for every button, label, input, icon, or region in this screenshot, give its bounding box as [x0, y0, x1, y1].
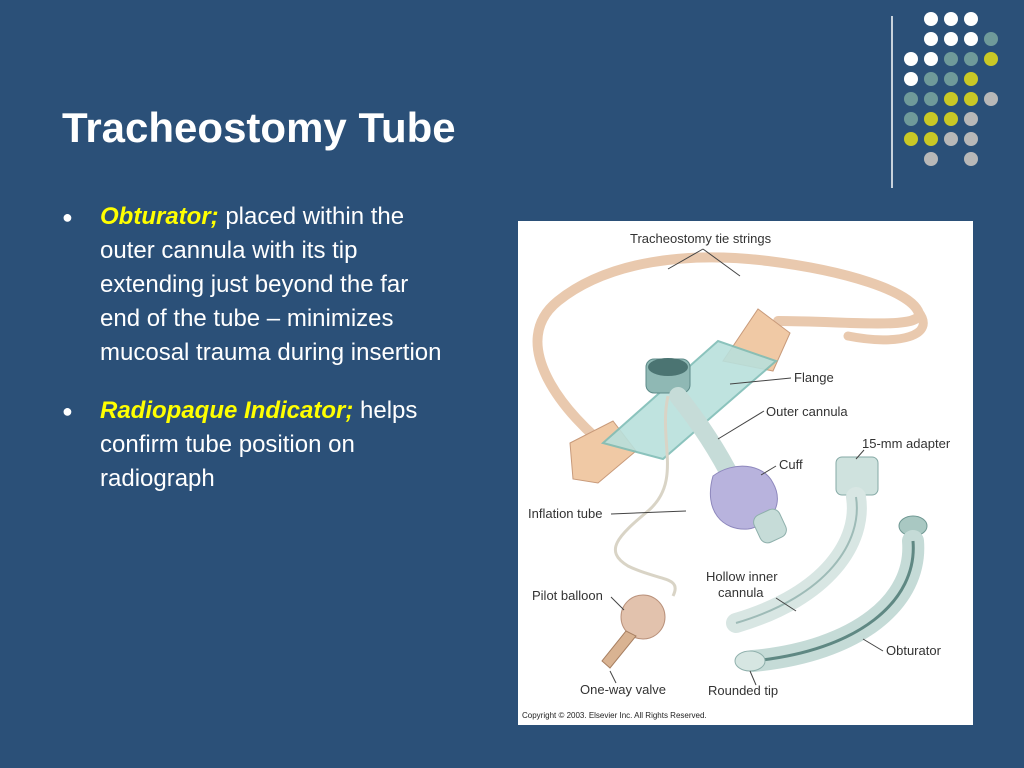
bullet-term: Obturator;: [100, 203, 219, 230]
obturator-core-shape: [752, 540, 915, 663]
decorative-dot: [924, 112, 938, 126]
decorative-dot: [944, 132, 958, 146]
decorative-dot: [924, 72, 938, 86]
bullet-icon: ●: [62, 207, 73, 227]
label-flange: Flange: [794, 370, 834, 385]
decorative-dot: [924, 152, 938, 166]
tie-string-shape: [532, 252, 924, 461]
bullet-text: helps confirm tube position on radiograp…: [100, 397, 418, 492]
decorative-dot: [944, 32, 958, 46]
decorative-dot: [904, 52, 918, 66]
tracheostomy-tube-illustration: Tracheostomy tie strings Flange Outer ca…: [518, 221, 973, 725]
decorative-dot: [944, 72, 958, 86]
inner-cannula-edge-shape: [735, 496, 858, 624]
decorative-dot: [964, 132, 978, 146]
label-outer-cannula: Outer cannula: [766, 404, 848, 419]
bullet-term: Radiopaque Indicator;: [100, 397, 354, 424]
decorative-dot: [964, 152, 978, 166]
rounded-tip-shape: [734, 650, 766, 672]
label-cuff: Cuff: [779, 457, 803, 472]
decorative-dot: [944, 12, 958, 26]
slide-title: Tracheostomy Tube: [62, 104, 456, 151]
tie-string-shape: [843, 306, 928, 345]
label-rounded-tip: Rounded tip: [708, 683, 778, 698]
bullet-list: ● Obturator; placed within the outer can…: [62, 200, 442, 520]
decorative-dot: [904, 72, 918, 86]
decorative-dot: [924, 132, 938, 146]
pilot-balloon-shape: [620, 594, 666, 640]
bullet-text: placed within the outer cannula with its…: [100, 203, 442, 366]
label-obturator: Obturator: [886, 643, 942, 658]
bullet-item-obturator: ● Obturator; placed within the outer can…: [62, 200, 442, 370]
decorative-dot: [924, 92, 938, 106]
decorative-dot: [964, 112, 978, 126]
decorative-dot: [924, 32, 938, 46]
decorative-dot: [984, 92, 998, 106]
decorative-dot: [944, 52, 958, 66]
inflation-tube-shape: [614, 395, 677, 597]
leader-lines: [609, 248, 884, 686]
label-hollow-inner: Hollow inner: [706, 569, 778, 584]
decorative-dot: [984, 52, 998, 66]
decorative-dot: [964, 92, 978, 106]
bullet-item-radiopaque: ● Radiopaque Indicator; helps confirm tu…: [62, 394, 442, 496]
hub-opening-shape: [648, 358, 688, 376]
illustration-svg: Tracheostomy tie strings Flange Outer ca…: [522, 231, 951, 720]
label-tie-strings: Tracheostomy tie strings: [630, 231, 772, 246]
decorative-dot: [924, 52, 938, 66]
label-inflation-tube: Inflation tube: [528, 506, 602, 521]
decorative-dot: [984, 32, 998, 46]
decorative-dot: [944, 92, 958, 106]
decorative-dot: [964, 72, 978, 86]
cannula-tip-shape: [753, 508, 787, 544]
decorative-dot: [904, 112, 918, 126]
decorative-dot: [944, 112, 958, 126]
label-pilot-balloon: Pilot balloon: [532, 588, 603, 603]
label-adapter: 15-mm adapter: [862, 436, 951, 451]
label-cannula: cannula: [718, 585, 764, 600]
figure-copyright: Copyright © 2003. Elsevier Inc. All Righ…: [522, 711, 707, 720]
one-way-valve-shape: [601, 630, 637, 669]
decorative-dot: [964, 52, 978, 66]
decorative-dot: [924, 12, 938, 26]
decorative-dot: [964, 12, 978, 26]
bullet-icon: ●: [62, 401, 73, 421]
decorative-dot: [904, 132, 918, 146]
decorative-dot: [964, 32, 978, 46]
decorative-dot: [904, 92, 918, 106]
decorative-divider: [891, 16, 893, 188]
label-one-way-valve: One-way valve: [580, 682, 666, 697]
